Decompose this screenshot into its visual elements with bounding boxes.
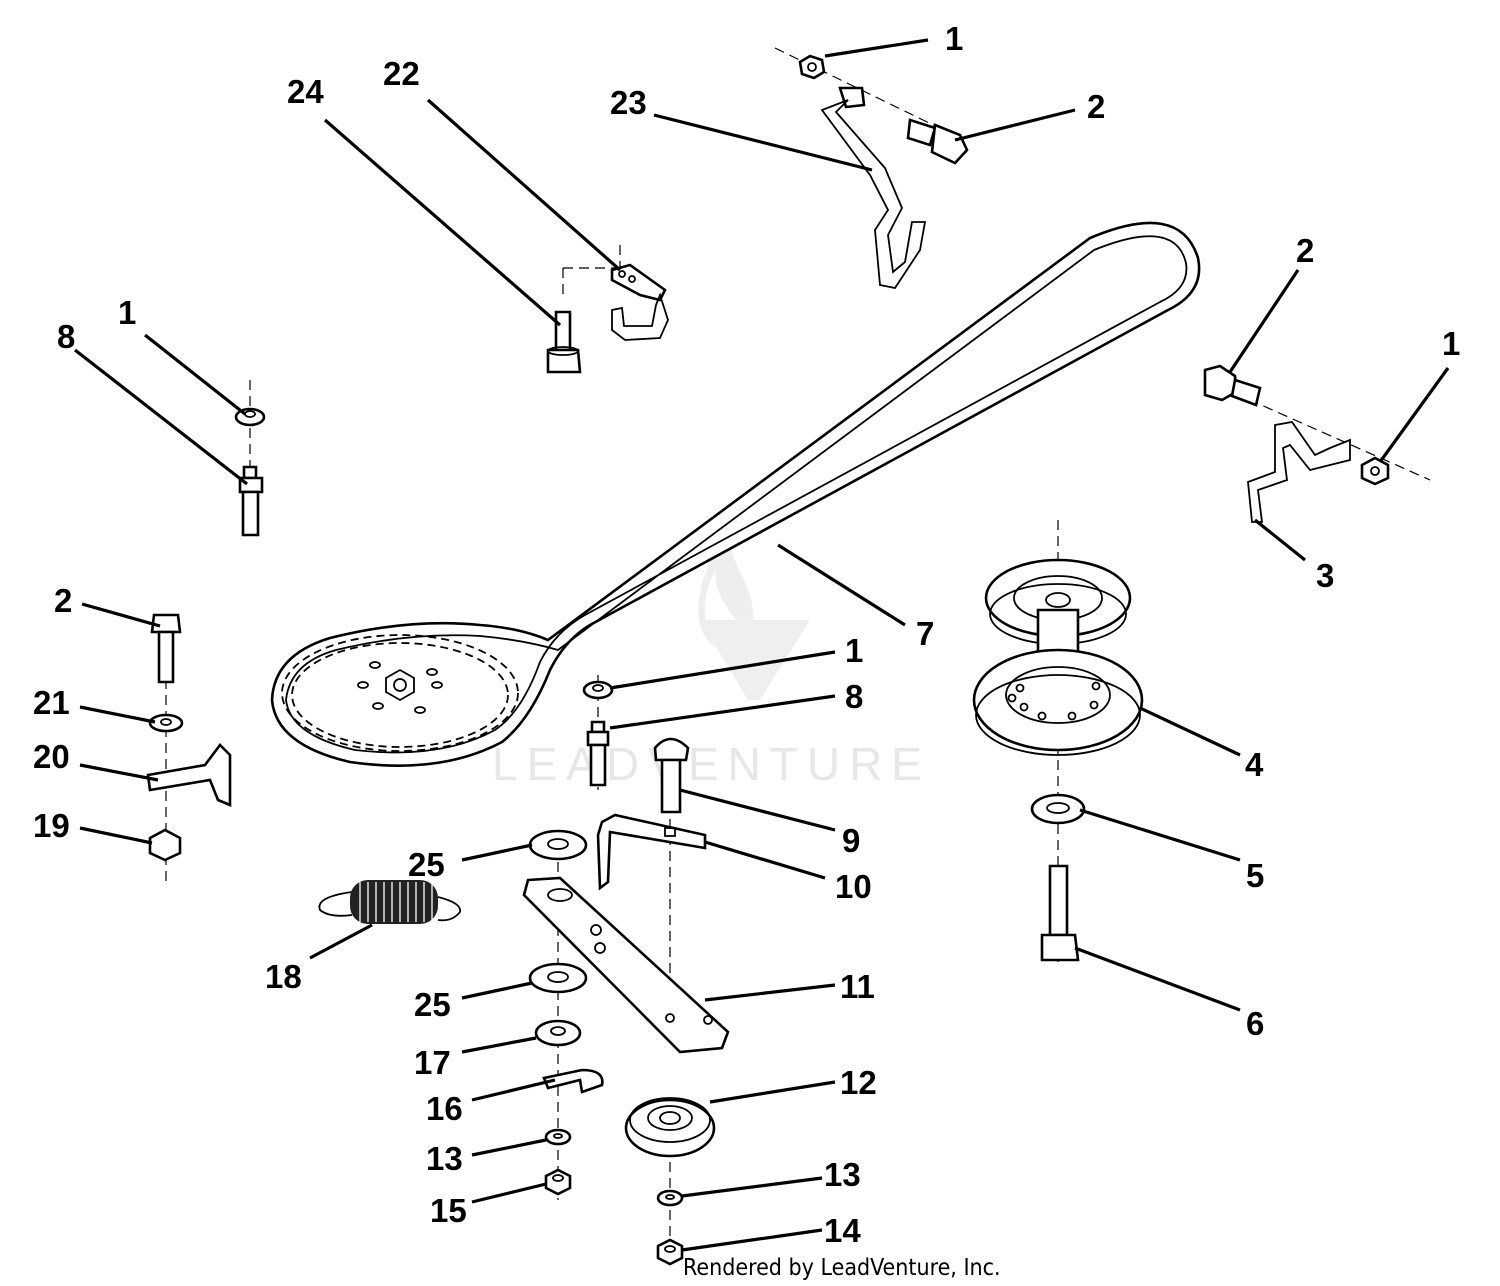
callout-20: 20 [33, 738, 70, 775]
callout-8: 8 [845, 678, 863, 715]
callout-11: 11 [840, 968, 875, 1005]
callout-22: 22 [383, 55, 420, 92]
callout-23: 23 [610, 84, 647, 121]
callout-13: 13 [824, 1156, 861, 1193]
callout-6: 6 [1246, 1005, 1264, 1042]
callout-15: 15 [430, 1192, 467, 1229]
callout-25: 25 [414, 986, 451, 1023]
watermark-text: LEADVENTURE [492, 738, 931, 790]
double-pulley-4-assembly [972, 520, 1144, 965]
callout-24: 24 [287, 73, 324, 110]
belt-guide-23-assembly [774, 47, 969, 290]
callout-2: 2 [54, 582, 72, 619]
callout-2: 2 [1296, 232, 1314, 269]
callout-1: 1 [945, 20, 963, 57]
idler-arm-assembly [522, 829, 730, 1266]
callout-17: 17 [414, 1044, 451, 1081]
belt-guide-3-assembly [1203, 364, 1431, 523]
spring-18 [318, 880, 461, 924]
callout-8: 8 [57, 318, 75, 355]
drive-belt [270, 221, 1201, 767]
callout-19: 19 [33, 807, 70, 844]
callout-1: 1 [845, 632, 863, 669]
stud-8-left-assembly [234, 380, 266, 540]
bracket-20-assembly [146, 613, 232, 885]
callout-18: 18 [265, 958, 302, 995]
callout-1: 1 [118, 294, 136, 331]
callout-4: 4 [1245, 746, 1264, 783]
callout-12: 12 [840, 1064, 877, 1101]
callout-10: 10 [835, 868, 872, 905]
callout-16: 16 [426, 1090, 463, 1127]
bracket-10 [596, 813, 707, 891]
callout-1: 1 [1442, 325, 1460, 362]
callout-13: 13 [426, 1140, 463, 1177]
carriage-bolt-9 [653, 737, 690, 1020]
credit-text: Rendered by LeadVenture, Inc. [683, 1255, 1001, 1281]
callout-21: 21 [33, 684, 70, 721]
callout-25: 25 [408, 846, 445, 883]
leadventure-watermark: LEADVENTURE [492, 515, 931, 790]
callout-9: 9 [842, 822, 860, 859]
callout-3: 3 [1316, 557, 1334, 594]
callout-2: 2 [1087, 88, 1105, 125]
leader-lines [74, 38, 1450, 1252]
stud-8-center-assembly [582, 675, 614, 790]
callout-7: 7 [916, 615, 934, 652]
belt-guide-22-assembly [546, 245, 669, 374]
callout-labels: 1 2 23 24 22 2 1 8 1 3 7 2 1 8 21 20 4 1… [33, 20, 1460, 1249]
callout-5: 5 [1246, 857, 1264, 894]
callout-14: 14 [824, 1212, 861, 1249]
